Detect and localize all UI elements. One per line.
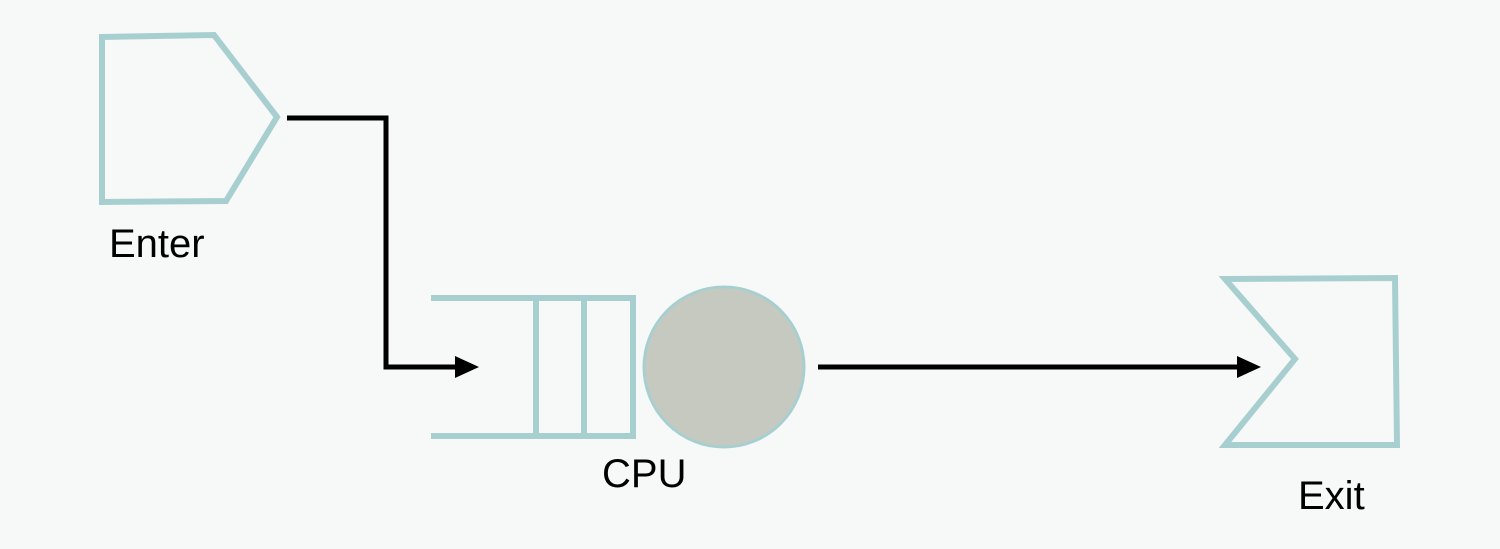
cpu-queue [431,295,636,439]
exit-sink-shape [1218,274,1401,448]
exit-label: Exit [1298,474,1365,518]
cpu-server-circle [642,285,806,449]
enter-label: Enter [109,222,205,266]
cpu-label: CPU [602,452,687,496]
enter-source-shape [99,31,281,206]
enter-to-queue-arrow [287,115,479,378]
